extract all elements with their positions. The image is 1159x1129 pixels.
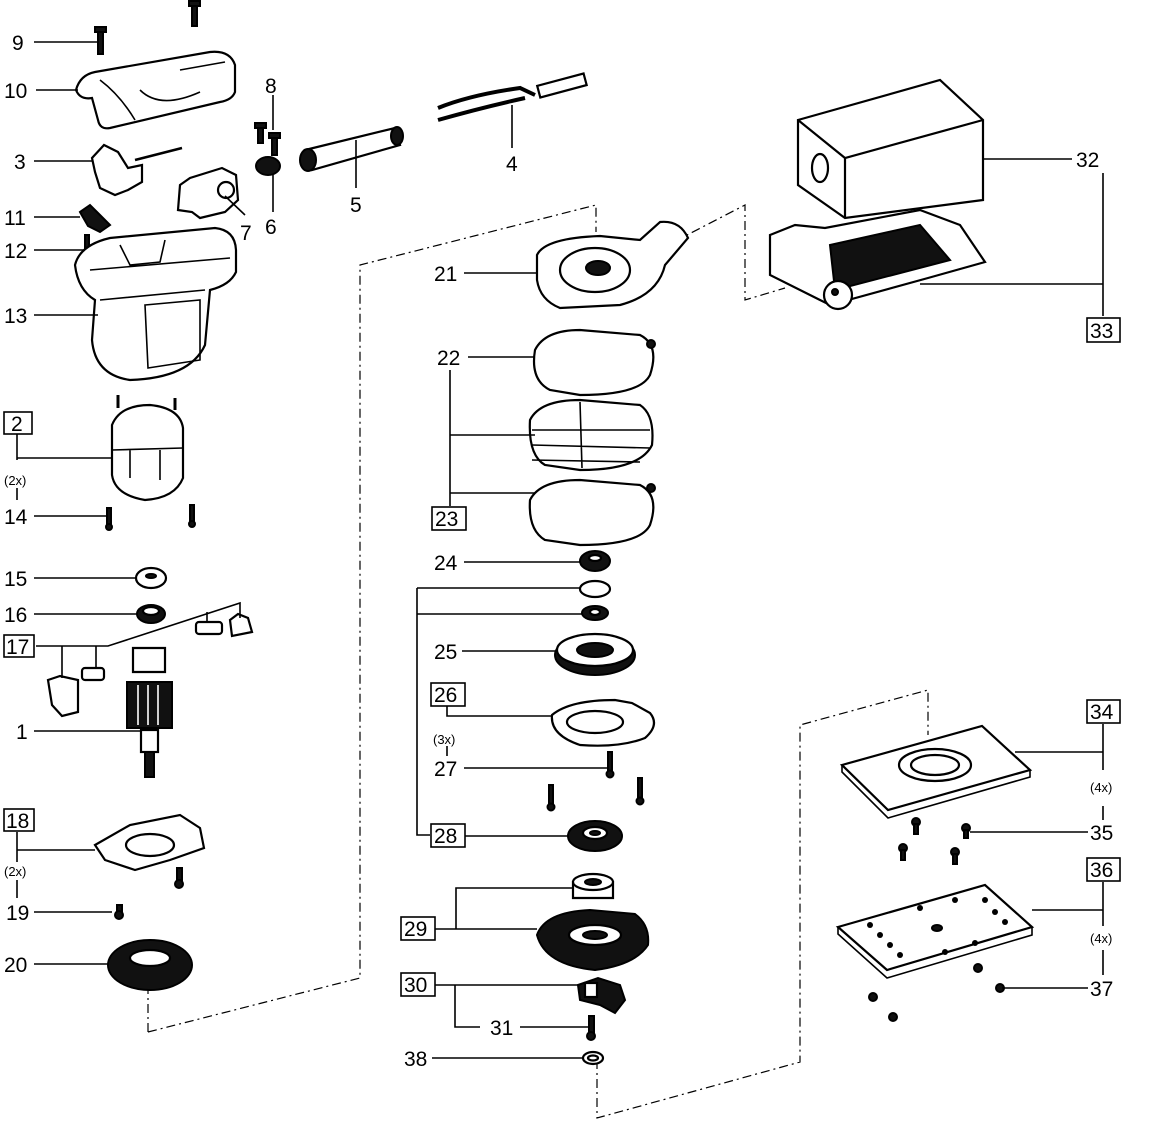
plate-26 (550, 698, 656, 747)
callout-35: 35 (1090, 822, 1113, 845)
seal-lower-23 (528, 478, 656, 547)
screws-8 (254, 122, 281, 156)
motor-housing-13 (73, 226, 238, 382)
callout-26: 26 (434, 684, 457, 707)
callout-16: 16 (4, 604, 27, 627)
carbon-brushes-17 (46, 612, 254, 718)
callout-1: 1 (16, 721, 28, 744)
sanding-plate-36 (835, 883, 1035, 979)
callout-14: 14 (4, 506, 28, 529)
callout-15: 15 (4, 568, 27, 591)
callout-23: 23 (435, 508, 458, 531)
fan-20 (107, 939, 193, 991)
seal-ring-23 (528, 398, 654, 472)
quantity-36: (4x) (1090, 931, 1112, 946)
seal-22 (532, 328, 656, 397)
fan-25 (554, 632, 636, 676)
housing-cover-10 (74, 50, 237, 130)
bearing-28 (567, 820, 623, 852)
screw-31 (586, 1015, 596, 1041)
sleeve-5 (299, 126, 404, 172)
callout-27: 27 (434, 758, 457, 781)
eccentric-30 (576, 976, 627, 1015)
screw-9 (94, 0, 201, 55)
callout-4: 4 (506, 153, 518, 176)
dust-bag-32 (796, 78, 985, 220)
electronics-module-7 (176, 166, 240, 220)
cap-6 (255, 156, 281, 176)
quantity-26: (3x) (433, 732, 455, 747)
callout-28: 28 (434, 825, 457, 848)
callout-8: 8 (265, 75, 277, 98)
pad-base-34 (839, 724, 1033, 819)
callout-boxes (3, 317, 1121, 997)
callout-30: 30 (404, 974, 427, 997)
shield-plate-18 (93, 813, 206, 872)
callout-3: 3 (14, 151, 26, 174)
callout-33: 33 (1090, 320, 1113, 343)
callout-20: 20 (4, 954, 27, 977)
callout-25: 25 (434, 641, 457, 664)
screws-35 (898, 817, 971, 865)
screws-19 (114, 867, 184, 920)
callout-13: 13 (4, 305, 27, 328)
bearing-housing-29 (535, 908, 650, 972)
assembly-path-top-right (657, 204, 786, 301)
fan-cover-21 (535, 220, 690, 310)
assembly-path-left (147, 204, 597, 1033)
switch-3 (90, 143, 183, 197)
callout-21: 21 (434, 263, 457, 286)
leader-lines (16, 41, 1104, 1059)
callout-17: 17 (6, 636, 29, 659)
bearing-16 (136, 604, 166, 624)
callout-29: 29 (404, 918, 427, 941)
callout-11: 11 (4, 207, 26, 230)
callout-5: 5 (350, 194, 362, 217)
screws-37 (868, 963, 1005, 1022)
screws-27 (546, 751, 645, 812)
stator-2 (110, 395, 185, 502)
quantity-34: (4x) (1090, 780, 1112, 795)
callout-34: 34 (1090, 701, 1114, 724)
quantity-2: (2x) (4, 473, 26, 488)
callout-36: 36 (1090, 859, 1113, 882)
callout-10: 10 (4, 80, 27, 103)
cable-4 (437, 72, 589, 122)
quantity-18: (2x) (4, 864, 26, 879)
ring-seal (578, 579, 612, 621)
callout-2: 2 (11, 413, 23, 436)
callout-12: 12 (4, 240, 27, 263)
dust-extractor-33 (768, 208, 987, 311)
callout-38: 38 (404, 1048, 427, 1071)
callout-37: 37 (1090, 978, 1113, 1001)
callout-18: 18 (6, 810, 29, 833)
bearing-29 (571, 872, 615, 900)
clip-11 (78, 203, 112, 234)
screws-14 (105, 504, 196, 531)
callout-6: 6 (265, 216, 277, 239)
assembly-path-bottom-right (596, 689, 929, 1119)
callout-22: 22 (437, 347, 460, 370)
callout-32: 32 (1076, 149, 1099, 172)
washer-38 (581, 1050, 605, 1066)
callout-19: 19 (6, 902, 29, 925)
bearing-24 (579, 550, 611, 572)
armature-1 (126, 646, 173, 778)
callout-7: 7 (240, 222, 252, 245)
callout-31: 31 (490, 1017, 513, 1040)
bearing-15 (134, 566, 168, 590)
callout-24: 24 (434, 552, 458, 575)
callout-9: 9 (12, 32, 24, 55)
